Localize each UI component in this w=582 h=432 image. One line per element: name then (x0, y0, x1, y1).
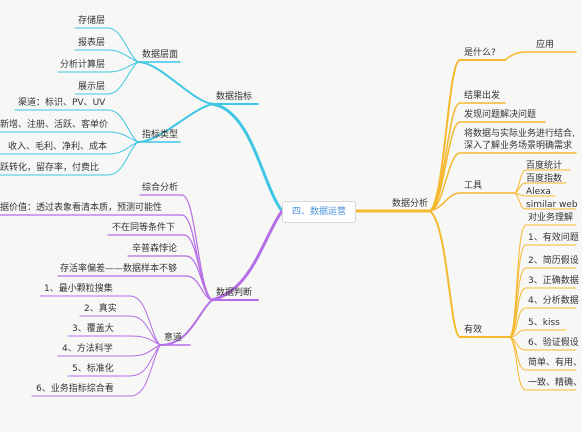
node-valid-question[interactable]: 1、有效问题 (528, 233, 579, 243)
node-report-layer[interactable]: 报表层 (78, 38, 106, 48)
node-result-first[interactable]: 结果出发 (464, 91, 501, 101)
node-comprehensive[interactable]: 综合分析 (142, 183, 179, 193)
node-verify-hypothesis[interactable]: 6、验证假设 (528, 338, 579, 348)
node-business-metrics[interactable]: 6、业务指标综合看 (36, 384, 114, 394)
node-display-layer[interactable]: 展示层 (78, 82, 106, 92)
node-kiss[interactable]: 5、kiss (528, 318, 560, 328)
node-standardize[interactable]: 5、标准化 (72, 364, 114, 374)
node-find-problem[interactable]: 发现问题解决问题 (464, 110, 537, 120)
node-new-register[interactable]: 新增、注册、活跃、客单价 (0, 120, 109, 130)
node-data-analysis[interactable]: 数据分析 (392, 199, 429, 209)
node-data-metrics[interactable]: 数据指标 (216, 92, 253, 102)
node-understand-scene[interactable]: 深入了解业务场景明确需求 (464, 141, 573, 151)
node-authentic[interactable]: 2、真实 (84, 304, 117, 314)
node-correct-data[interactable]: 3、正确数据 (528, 276, 579, 286)
node-effective[interactable]: 有效 (464, 325, 483, 335)
node-simple-useful[interactable]: 简单、有用、 (528, 358, 582, 368)
node-business-understanding[interactable]: 对业务理解 (528, 213, 574, 223)
node-tools[interactable]: 工具 (464, 181, 483, 191)
node-data-layer[interactable]: 数据层面 (142, 50, 179, 60)
node-revenue[interactable]: 收入、毛利、净利、成本 (8, 142, 108, 152)
node-scientific-method[interactable]: 4、方法科学 (62, 344, 113, 354)
center-topic[interactable]: 四、数据运营 (282, 201, 356, 223)
node-conversion[interactable]: 跃转化，留存率，付费比 (0, 163, 100, 173)
node-similar-web[interactable]: similar web (526, 200, 578, 210)
node-baidu-index[interactable]: 百度指数 (526, 174, 563, 184)
node-compute-layer[interactable]: 分析计算层 (60, 60, 106, 70)
node-application[interactable]: 应用 (536, 40, 555, 50)
node-hypothesis[interactable]: 2、简历假设 (528, 256, 579, 266)
node-yidao[interactable]: 意道 (164, 333, 183, 343)
node-data-judgement[interactable]: 数据判断 (216, 288, 253, 298)
node-data-value[interactable]: 据价值：透过表象看清本质，预测可能性 (0, 203, 163, 213)
node-simpson-paradox[interactable]: 辛普森悖论 (132, 244, 178, 254)
node-combine-business[interactable]: 将数据与实际业务进行结合, (464, 129, 575, 139)
node-metric-type[interactable]: 指标类型 (142, 130, 179, 140)
node-channel[interactable]: 渠道：标识、PV、UV (18, 98, 106, 108)
node-baidu-tongji[interactable]: 百度统计 (526, 161, 563, 171)
node-consistent-precise[interactable]: 一致、精确、 (528, 378, 582, 388)
node-analyze-data[interactable]: 4、分析数据 (528, 296, 579, 306)
node-alexa[interactable]: Alexa (526, 187, 551, 197)
node-survivorship-bias[interactable]: 存活率偏差——数据样本不够 (60, 264, 178, 274)
node-min-granularity[interactable]: 1、最小颗粒搜集 (44, 284, 113, 294)
node-what-is[interactable]: 是什么? (464, 48, 496, 58)
node-unequal-conditions[interactable]: 不在同等条件下 (112, 223, 176, 233)
node-storage-layer[interactable]: 存储层 (78, 16, 106, 26)
node-coverage[interactable]: 3、覆盖大 (72, 324, 114, 334)
